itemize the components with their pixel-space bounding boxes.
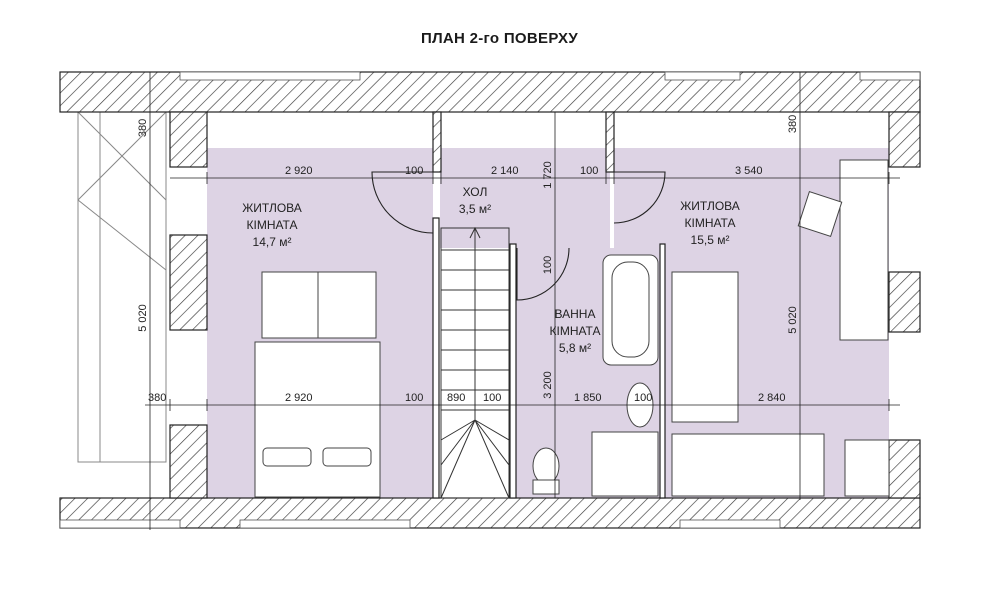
dim-bottom-890: 890 — [447, 392, 465, 404]
room-bath-name1: ВАННА — [555, 307, 596, 321]
room-living-right-name2: КІМНАТА — [685, 216, 736, 230]
dim-vert-5020-left: 5 020 — [137, 304, 149, 332]
room-living-right-area: 15,5 м² — [691, 233, 730, 247]
door-bath — [516, 247, 570, 301]
windows — [59, 71, 921, 529]
wall-right-1 — [888, 111, 921, 168]
dim-vert-3200: 3 200 — [542, 371, 554, 399]
door-right — [613, 171, 666, 224]
dim-bottom-2920: 2 920 — [285, 392, 313, 404]
room-living-right-name1: ЖИТЛОВА — [680, 199, 740, 213]
dim-bottom-1850: 1 850 — [574, 392, 602, 404]
room-living-left-name2: КІМНАТА — [247, 218, 298, 232]
dim-top-2140: 2 140 — [491, 165, 519, 177]
dim-vert-100: 100 — [542, 256, 554, 274]
dim-bottom-100-b: 100 — [483, 392, 501, 404]
dim-bottom-380: 380 — [148, 392, 166, 404]
wall-stair-right — [605, 111, 615, 173]
walls — [59, 71, 921, 529]
wall-left-3 — [169, 424, 208, 499]
wall-left-1 — [169, 111, 208, 168]
dim-bottom-2840: 2 840 — [758, 392, 786, 404]
room-bath-area: 5,8 м² — [559, 341, 591, 355]
dimension-lines — [145, 72, 900, 530]
wall-right-2 — [888, 271, 921, 333]
wall-bottom — [59, 497, 921, 529]
shower — [591, 431, 659, 497]
dims-bottom-row: 380 2 920 100 890 100 1 850 100 2 840 — [148, 392, 786, 404]
room-hall-area: 3,5 м² — [459, 202, 491, 216]
room-labels: ЖИТЛОВА КІМНАТА 14,7 м² ХОЛ 3,5 м² ЖИТЛО… — [242, 185, 740, 355]
wall-right-3 — [888, 439, 921, 499]
dim-vert-1720: 1 720 — [542, 161, 554, 189]
desk-right — [839, 159, 889, 341]
furniture — [254, 159, 890, 498]
dim-top-3540: 3 540 — [735, 165, 763, 177]
dims-top-row: 2 920 100 2 140 100 3 540 — [285, 165, 763, 177]
bed-left — [254, 341, 381, 498]
room-living-left-area: 14,7 м² — [253, 235, 292, 249]
floor-hall — [440, 148, 610, 248]
sofa-left — [261, 271, 377, 339]
wall-interior-mid — [509, 243, 517, 499]
chair-right — [797, 190, 843, 238]
wall-interior-left — [432, 217, 440, 499]
room-living-left-name1: ЖИТЛОВА — [242, 201, 302, 215]
bed-right — [671, 271, 739, 423]
wall-left-2 — [169, 234, 208, 331]
dim-top-2920: 2 920 — [285, 165, 313, 177]
plan-title: ПЛАН 2-го ПОВЕРХУ — [420, 30, 578, 47]
wardrobe-right — [671, 433, 825, 497]
room-hall-name: ХОЛ — [463, 185, 488, 199]
dim-bottom-100-a: 100 — [405, 392, 423, 404]
dims-vertical: 380 380 1 720 100 5 020 5 020 3 200 — [137, 115, 799, 399]
wall-interior-right — [659, 243, 666, 499]
room-bath-name2: КІМНАТА — [550, 324, 601, 338]
staircase — [440, 226, 510, 499]
dim-vert-380-right: 380 — [787, 115, 799, 133]
left-balcony — [77, 111, 167, 463]
dim-bottom-100-c: 100 — [634, 392, 652, 404]
dim-vert-5020-right: 5 020 — [787, 306, 799, 334]
wall-stair-left — [432, 111, 442, 173]
dim-top-100-right: 100 — [580, 165, 598, 177]
dim-vert-380-left: 380 — [137, 119, 149, 137]
dim-top-100-left: 100 — [405, 165, 423, 177]
